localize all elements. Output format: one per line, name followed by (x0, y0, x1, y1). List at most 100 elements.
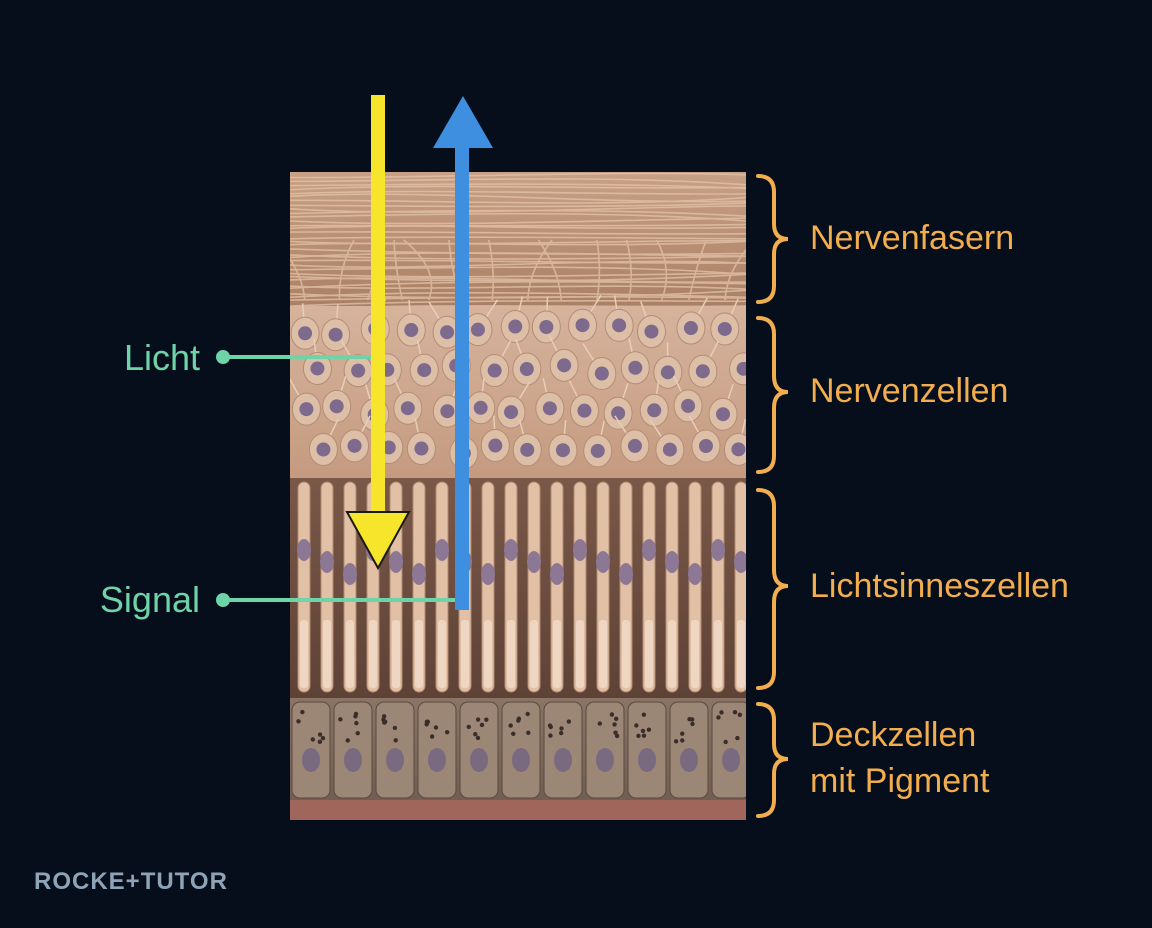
outer-segment (300, 620, 308, 688)
cell-nucleus (417, 363, 432, 378)
cell-nucleus (736, 361, 746, 376)
outer-segment (323, 620, 331, 688)
pigment-granule (466, 724, 471, 730)
pigment-granule (393, 738, 398, 743)
pigment-granule (609, 712, 615, 717)
nerve-fiber (290, 285, 746, 290)
cell-nucleus (328, 327, 343, 342)
cell-nucleus (299, 402, 314, 417)
pigment-granule (300, 709, 305, 715)
cell-nucleus (711, 539, 725, 561)
cell-nucleus (435, 539, 449, 561)
pigment-granule (317, 732, 323, 737)
nerve-fiber (290, 272, 746, 278)
cell-nucleus (347, 438, 362, 453)
cell-nucleus (414, 441, 429, 456)
cell-nucleus (329, 399, 344, 414)
pigment-granule (317, 739, 323, 745)
retina-tissue (290, 172, 746, 820)
outer-segment (714, 620, 722, 688)
outer-segment (553, 620, 561, 688)
pigment-granule (689, 717, 695, 722)
nerve-fiber-branch (526, 239, 553, 301)
label-nerve-cells-text: Nervenzellen (810, 372, 1009, 410)
cell-nucleus (627, 438, 642, 453)
cell-nucleus (389, 551, 403, 573)
pigment-granule (646, 727, 652, 732)
pigment-granule (732, 710, 738, 715)
label-nerve-fibers-text: Nervenfasern (810, 219, 1015, 257)
label-nerve-fibers: Nervenfasern (810, 215, 1014, 261)
pigment-granule (392, 725, 398, 731)
pigment-granule (641, 712, 647, 717)
pigment-granule (737, 712, 743, 718)
outer-segment (599, 620, 607, 688)
pigment-granule (382, 720, 387, 725)
nerve-fiber (290, 212, 746, 222)
pigment-granule (424, 722, 429, 727)
cell-nucleus (647, 403, 662, 418)
nerve-fiber (290, 236, 746, 240)
pigment-granule (548, 733, 553, 738)
pigment-granule (673, 739, 679, 744)
cell-nucleus (302, 748, 320, 772)
cell-nucleus (508, 319, 523, 334)
cell-nucleus (665, 551, 679, 573)
nerve-fiber (290, 224, 746, 230)
cell-nucleus (722, 748, 740, 772)
cell-nucleus (542, 401, 557, 416)
cell-nucleus (596, 551, 610, 573)
outer-segment (737, 620, 745, 688)
outer-segment (369, 620, 377, 688)
cell-nucleus (594, 366, 609, 381)
nerve-fiber-branch (403, 239, 433, 301)
label-light-text: Licht (123, 337, 200, 378)
nerve-fiber (290, 259, 746, 264)
tissue-base (290, 800, 746, 820)
cell-nucleus (554, 748, 572, 772)
cell-nucleus (557, 358, 572, 373)
pigment-granule (353, 714, 358, 719)
nerve-fiber (290, 254, 746, 260)
nerve-fiber-branch (537, 239, 563, 301)
pigment-granule (558, 730, 564, 736)
nerve-fiber (290, 190, 746, 195)
nerve-fiber (290, 223, 746, 230)
cell-nucleus (573, 539, 587, 561)
cell-nucleus (575, 318, 590, 333)
label-light: Licht (108, 336, 200, 380)
nerve-fiber (290, 185, 746, 191)
label-signal-text: Signal (99, 579, 200, 620)
nerve-fiber (290, 172, 746, 179)
nerve-fiber-branch (338, 239, 355, 301)
cell-nucleus (520, 442, 535, 457)
cell-nucleus (298, 326, 313, 341)
pigment-granule (354, 720, 359, 726)
cell-nucleus (310, 361, 325, 376)
cell-nucleus (428, 748, 446, 772)
nerve-fiber (290, 296, 746, 301)
cell-nucleus (400, 401, 415, 416)
nerve-fiber (290, 178, 746, 186)
cell-nucleus (680, 748, 698, 772)
pigment-granule (345, 738, 350, 743)
label-pigment-line1: Deckzellen (810, 716, 977, 754)
pigment-granule (597, 721, 603, 726)
outer-segment (691, 620, 699, 688)
cell-nucleus (440, 325, 455, 340)
cell-nucleus (619, 563, 633, 585)
brace-nerve-fibers (756, 174, 789, 304)
outer-segment (346, 620, 354, 688)
pigment-granule (381, 714, 387, 719)
cell-nucleus (731, 442, 746, 457)
outer-segment (461, 620, 469, 688)
pigment-granule (475, 717, 481, 722)
cell-nucleus (504, 539, 518, 561)
pigment-granule (641, 733, 647, 738)
pigment-granule (479, 722, 485, 728)
cell-nucleus (612, 318, 627, 333)
pigment-granule (735, 735, 740, 741)
cell-nucleus (644, 324, 659, 339)
cell-nucleus (351, 363, 366, 378)
cell-nucleus (440, 404, 455, 419)
